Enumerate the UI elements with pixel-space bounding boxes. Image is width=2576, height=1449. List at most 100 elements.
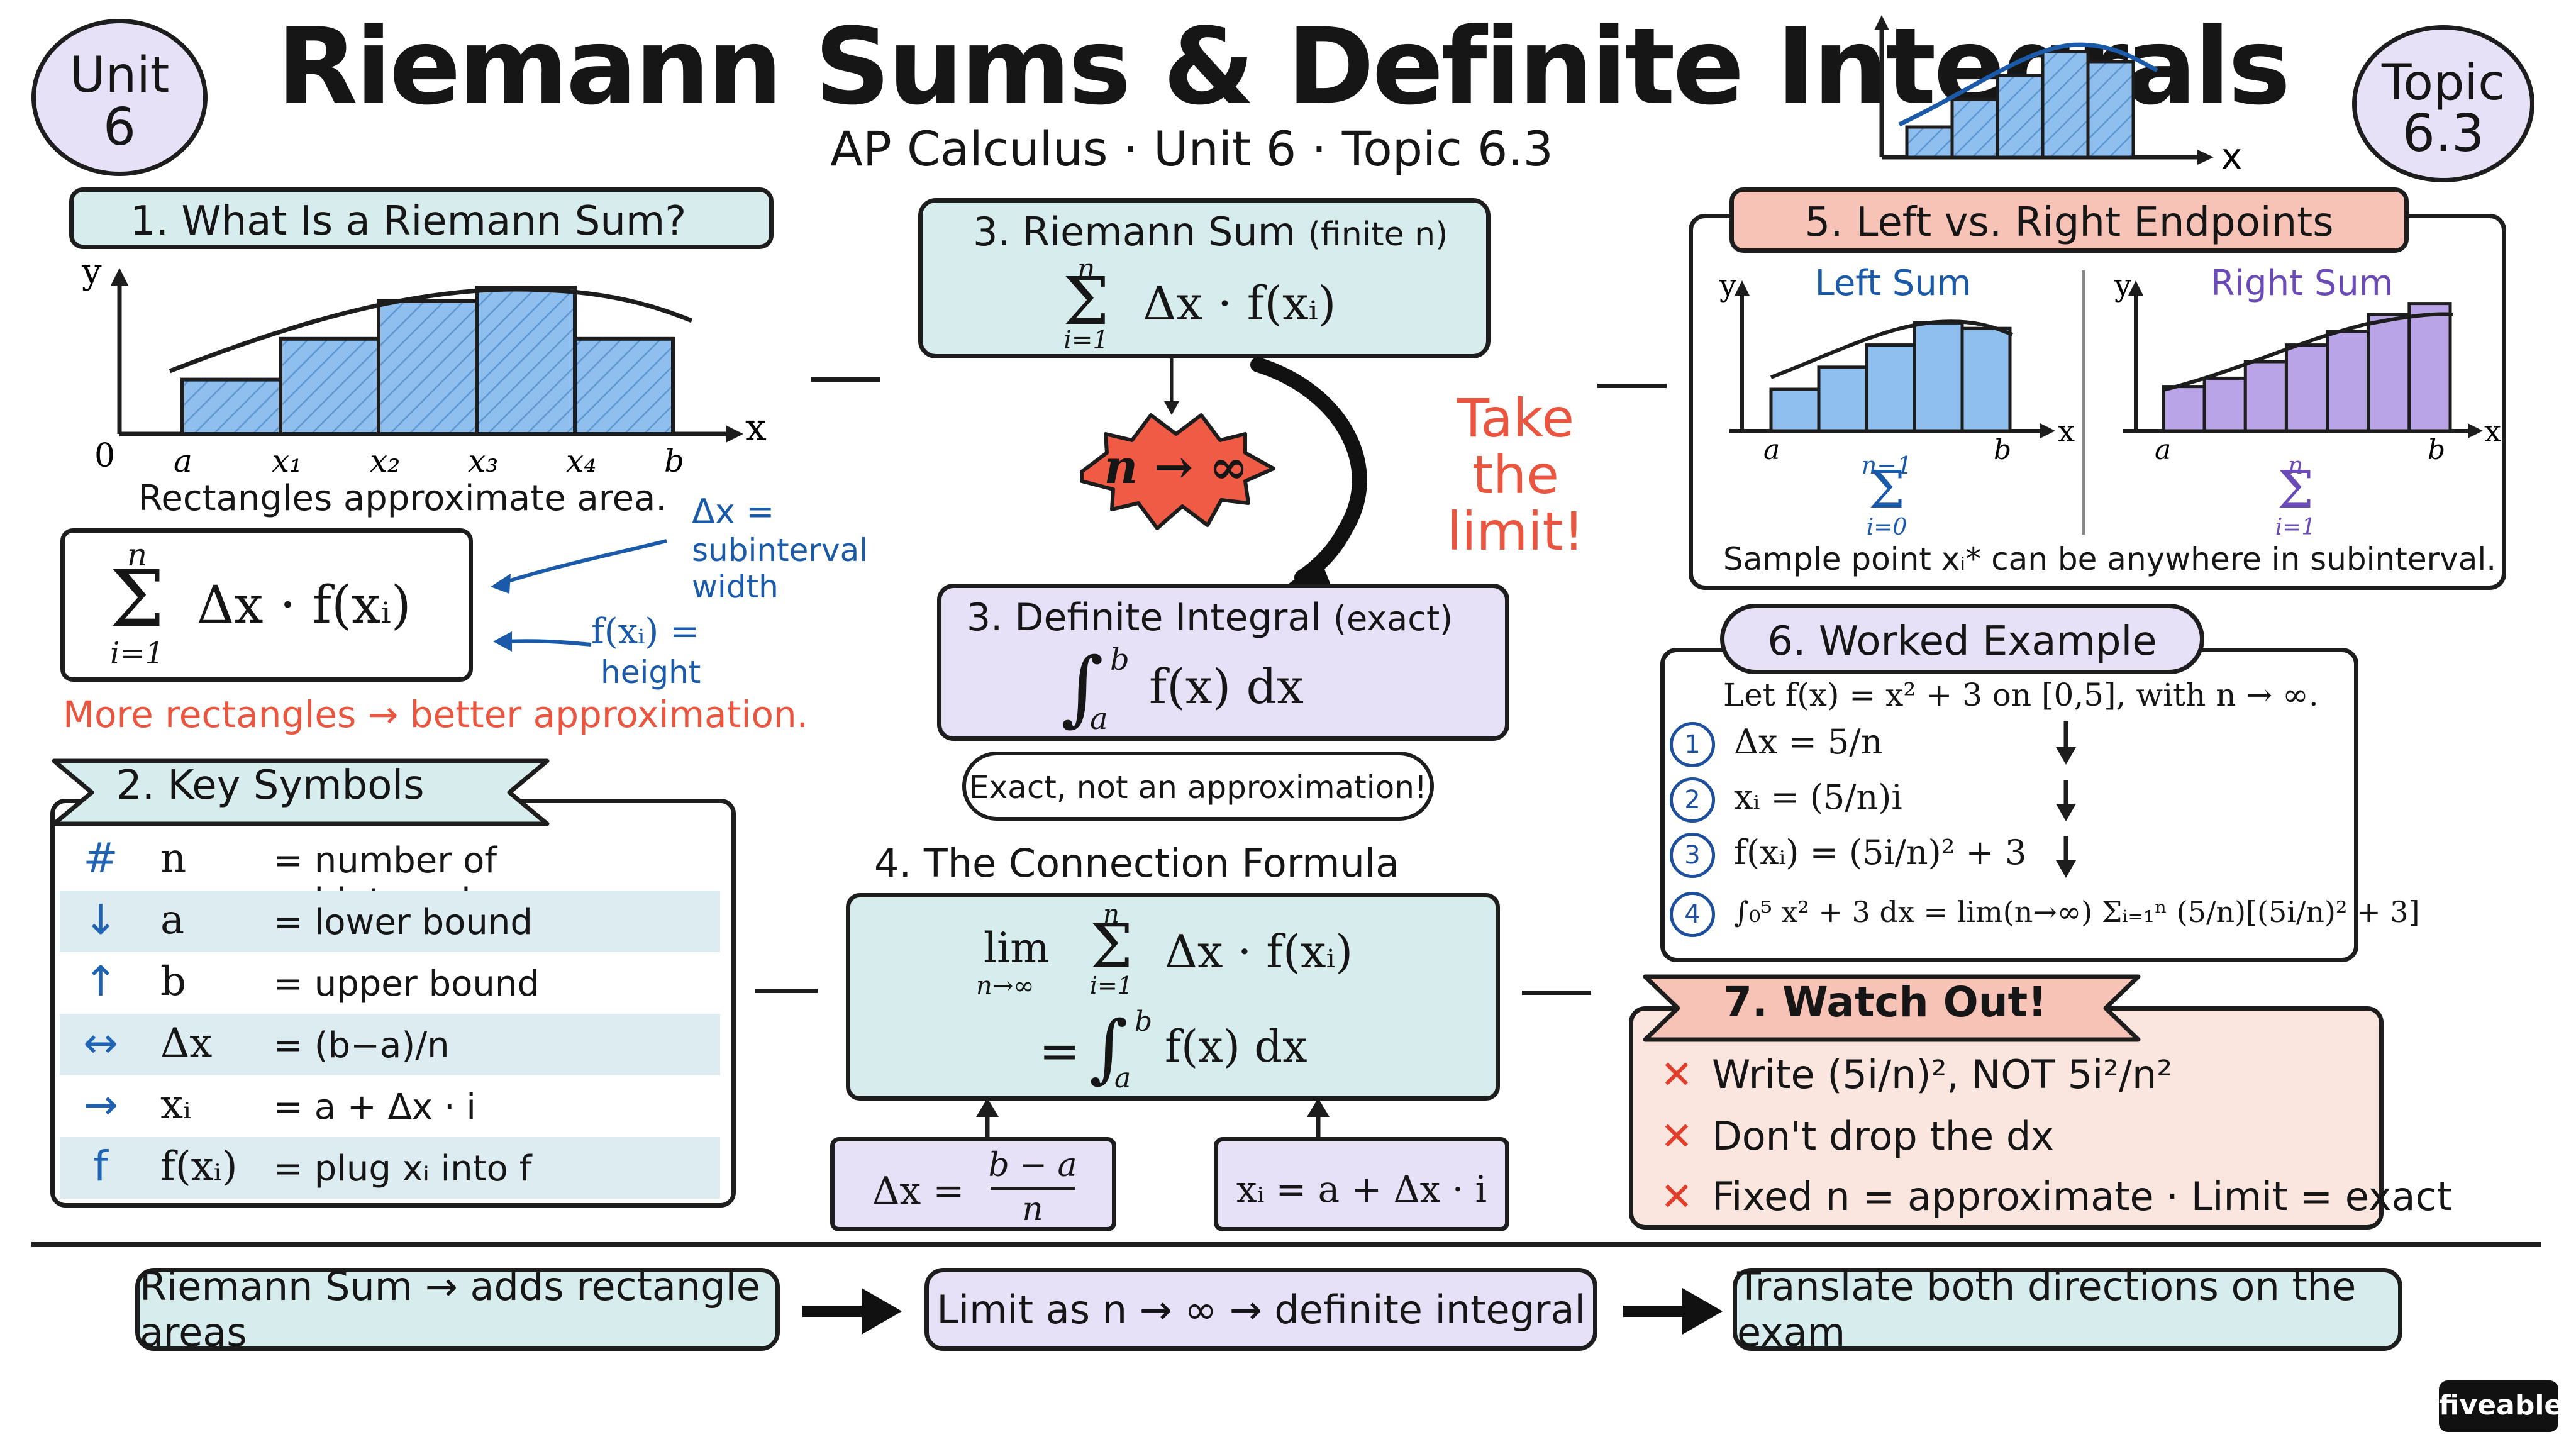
s5-right-bar: [2202, 376, 2247, 433]
s1-axis-x: x: [745, 406, 767, 450]
s4-lim: lim: [984, 924, 1050, 972]
s1-caption: Rectangles approximate area.: [138, 478, 667, 519]
s5-right-bar: [2326, 330, 2370, 433]
s4-equals: =: [1039, 1023, 1080, 1080]
s2-row-icon: ↓: [83, 896, 118, 944]
s3-sigma: Σ: [1063, 263, 1109, 340]
connector-1: [811, 377, 880, 382]
s1-tick-label: x₃: [468, 443, 498, 478]
s3-int-expr: f(x) dx: [1149, 658, 1304, 714]
s3-heading-b-text: 3. Definite Integral: [967, 596, 1321, 640]
s2-row-symbol: xᵢ: [160, 1082, 191, 1128]
header-bar: [2041, 50, 2090, 159]
s2-row-icon: f: [93, 1142, 108, 1191]
s4-sum-top: n: [1103, 900, 1119, 929]
s2-row-symbol: b: [160, 958, 186, 1005]
s4-int-lower: a: [1114, 1062, 1131, 1094]
s2-row-icon: #: [83, 834, 118, 882]
s2-heading-ribbon: [52, 758, 550, 826]
s2-row-symbol: a: [160, 897, 185, 943]
s5-right-sigma: Σ: [2277, 460, 2314, 520]
s7-item-1: ✕ Write (5i/n)², NOT 5i²/n²: [1660, 1052, 2172, 1097]
s1-bar: [180, 377, 282, 436]
s5-right-bar: [2243, 360, 2288, 433]
s1-sum-expr: Δx · f(xᵢ): [197, 575, 411, 635]
s3-integral-box: 3. Definite Integral (exact) ∫ b a f(x) …: [937, 584, 1509, 741]
s2-row: →xᵢ= a + Δx · i: [60, 1075, 720, 1137]
s7-item-1-text: Write (5i/n)², NOT 5i²/n²: [1711, 1052, 2173, 1097]
s6-step-2-num: 2: [1670, 777, 1715, 823]
s1-tick-label: a: [174, 443, 192, 478]
s2-row: ↔Δx= (b−a)/n: [60, 1014, 720, 1075]
s3-exact-note: Exact, not an approximation!: [962, 752, 1434, 821]
s4-lim-sub: n→∞: [976, 972, 1035, 1001]
s2-heading: 2. Key Symbols: [116, 762, 425, 809]
s5-heading-banner: 5. Left vs. Right Endpoints: [1729, 187, 2409, 253]
connector-3: [755, 989, 818, 993]
s6-step-4: 4∫₀⁵ x² + 3 dx = lim(n→∞) Σᵢ₌₁ⁿ (5/n)[(5…: [1670, 892, 2419, 937]
brand-logo-text: fiveable: [2439, 1389, 2563, 1421]
s1-footer: More rectangles → better approximation.: [63, 693, 809, 736]
s6-panel: [1660, 648, 2358, 962]
s5-heading: 5. Left vs. Right Endpoints: [1804, 199, 2334, 246]
flow-step-1: Riemann Sum → adds rectangle areas: [135, 1263, 780, 1355]
s5-left-bar: [1913, 321, 1964, 433]
s6-intro: Let f(x) = x² + 3 on [0,5], with n → ∞.: [1723, 677, 2319, 713]
s5-left-axis-y: y: [1719, 268, 1736, 303]
s3-take-limit-2: the: [1472, 444, 1559, 506]
connector-2: [1597, 384, 1667, 388]
s5-right-tick-b: b: [2428, 434, 2445, 465]
s6-step-1-num: 1: [1670, 722, 1715, 767]
s4-int-upper: b: [1135, 1006, 1153, 1038]
x-mark-icon: ✕: [1660, 1052, 1693, 1097]
s7-item-3: ✕Fixed n = approximate · Limit = exact: [1660, 1174, 2452, 1219]
s1-note-dx-2: subinterval: [692, 532, 869, 569]
s4-dx-left: Δx =: [872, 1169, 965, 1213]
s2-row: ↓a= lower bound: [60, 891, 720, 952]
s7-heading: 7. Watch Out!: [1723, 978, 2047, 1026]
s4-sum-bottom: i=1: [1089, 972, 1133, 999]
s5-divider: [2082, 270, 2085, 535]
s1-note-dx: Δx =: [692, 492, 775, 531]
s6-step-3-num: 3: [1670, 833, 1715, 878]
s5-left-title: Left Sum: [1814, 263, 1972, 304]
flow-arrow-1: [802, 1288, 902, 1335]
x-mark-icon: ✕: [1660, 1174, 1693, 1219]
s6-step-4-text: ∫₀⁵ x² + 3 dx = lim(n→∞) Σᵢ₌₁ⁿ (5/n)[(5i…: [1734, 895, 2420, 929]
brand-logo: fiveable: [2439, 1380, 2563, 1432]
bottom-divider: [31, 1242, 2541, 1247]
s1-tick-label: x₂: [370, 443, 400, 478]
s3-sum-top: n: [1077, 253, 1096, 285]
s1-note-fx: f(xᵢ) =: [591, 611, 699, 652]
s3-take-limit-3: limit!: [1446, 501, 1585, 562]
s2-row-definition: = upper bound: [274, 963, 540, 1004]
s2-row-definition: = (b−a)/n: [274, 1025, 450, 1066]
topic-badge-number: 6.3: [2402, 104, 2485, 164]
s4-sigma: Σ: [1090, 911, 1133, 982]
s3-sum-bottom: i=1: [1063, 326, 1109, 355]
flow-step-3: Translate both directions on the exam: [1733, 1263, 2402, 1355]
header-graphic-x: x: [2221, 136, 2242, 176]
s2-row-icon: →: [83, 1080, 118, 1129]
s1-sum-bottom: i=1: [109, 636, 165, 671]
unit-badge-number: 6: [103, 97, 136, 157]
s3-sum-expr: Δx · f(xᵢ): [1143, 277, 1336, 331]
s5-right-bar: [2284, 343, 2329, 433]
s5-left-axis-x: x: [2058, 414, 2075, 449]
s1-bar: [475, 286, 577, 436]
s3-connector-graphic: [1080, 357, 1367, 597]
s1-axis-y: y: [81, 258, 102, 292]
s3-heading-a-text: 3. Riemann Sum: [973, 209, 1296, 255]
s1-bar: [573, 336, 675, 436]
s3-int-sign: ∫: [1061, 640, 1104, 735]
s5-left-sum-bottom: i=0: [1866, 514, 1907, 540]
s1-sum-box: n Σ i=1 Δx · f(xᵢ): [60, 528, 473, 682]
unit-badge-label: Unit: [69, 47, 170, 104]
s3-heading-b-note: (exact): [1333, 599, 1453, 638]
s1-sum-top: n: [126, 536, 148, 573]
s7-panel: [1629, 1006, 2384, 1230]
s6-heading: 6. Worked Example: [1767, 618, 2157, 665]
